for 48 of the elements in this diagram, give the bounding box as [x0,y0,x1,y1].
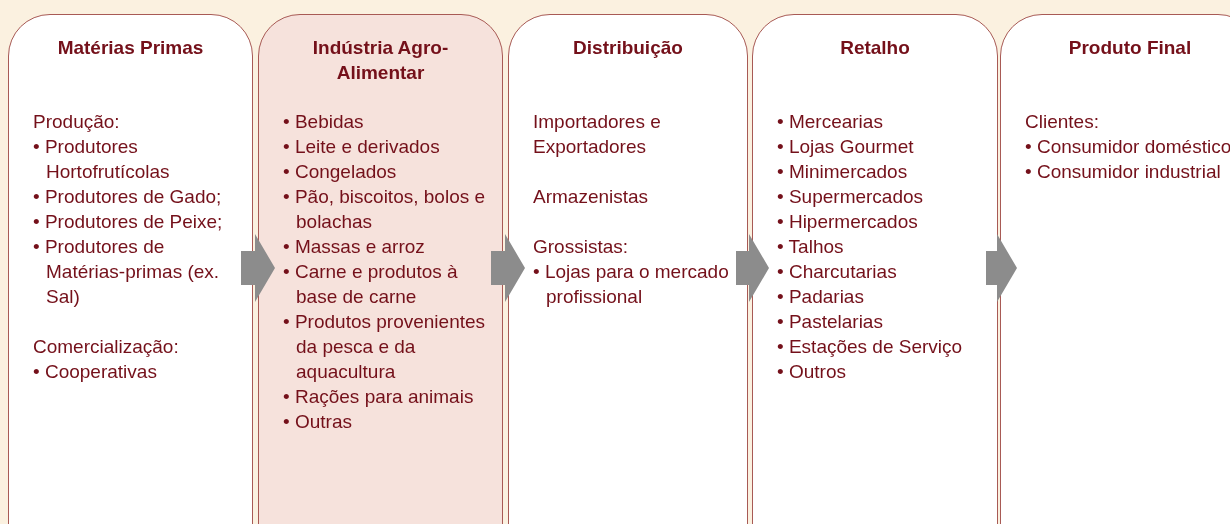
list-item: • Charcutarias [777,260,898,284]
stage-box [258,14,503,524]
list-item: • Padarias [777,285,865,309]
list-item: • Outros [777,360,847,384]
group-label: Produção: [33,110,121,134]
block-arrow [491,234,525,302]
list-item: • Pastelarias [777,310,884,334]
list-item: • Produtores de Matérias-primas (ex. Sal) [33,235,221,309]
list-item: • Bebidas [283,110,365,134]
stage-box [1000,14,1230,524]
list-item: • Outras [283,410,353,434]
group-label: Clientes: [1025,110,1100,134]
list-item: • Lojas para o mercado profissional [533,260,730,309]
list-item: • Cooperativas [33,360,158,384]
list-item: • Pão, biscoitos, bolos e bolachas [283,185,487,234]
block-arrow [241,234,275,302]
list-item: • Consumidor industrial [1025,160,1222,184]
block-arrow [986,234,1017,302]
list-item: • Produtores Hortofrutícolas [33,135,171,184]
group-label: Armazenistas [533,185,650,209]
list-item: • Carne e produtos à base de carne [283,260,459,309]
list-item: • Minimercados [777,160,909,184]
list-item: • Produtos provenientes da pesca e da aquacultura [283,310,487,384]
column-heading: Retalho [840,37,910,58]
stage-box [508,14,748,524]
column-heading: Distribuição [573,37,683,58]
group-label: Importadores e Exportadores [533,110,662,159]
list-item: • Massas e arroz [283,235,426,259]
group-label: Comercialização: [33,335,180,359]
list-item: • Hipermercados [777,210,919,234]
list-item: • Estações de Serviço [777,335,964,359]
column-heading: Produto Final [1068,37,1192,58]
list-item: • Congelados [283,160,398,184]
group-label: Grossistas: [533,235,630,259]
list-item: • Talhos [777,235,845,259]
list-item: • Rações para animais [283,385,475,409]
list-item: • Produtores de Peixe; [33,210,224,234]
stage-box [8,14,253,524]
list-item: • Lojas Gourmet [777,135,915,159]
stage-box [752,14,998,524]
list-item: • Produtores de Gado; [33,185,223,209]
list-item: • Leite e derivados [283,135,441,159]
list-item: • Supermercados [777,185,925,209]
column-heading: Matérias Primas [57,37,204,58]
block-arrow [736,234,769,302]
list-item: • Mercearias [777,110,884,134]
column-heading: Indústria Agro-Alimentar [312,37,449,83]
list-item: • Consumidor doméstico [1025,135,1230,159]
